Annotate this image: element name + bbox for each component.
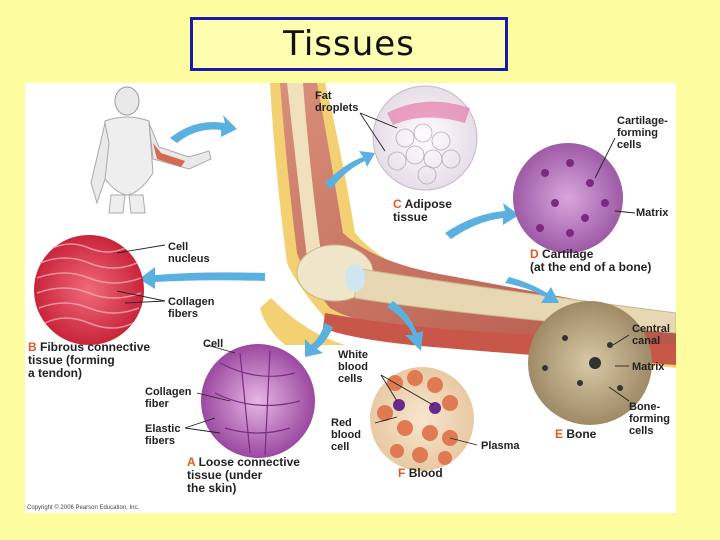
illustration-art <box>34 83 676 471</box>
label-elastic-fibers: Elastic fibers <box>145 423 181 447</box>
bone-text: Bone <box>566 427 597 441</box>
label-blood: F Blood <box>398 467 443 480</box>
cartilage-circle <box>513 143 623 253</box>
label-cartilage: D Cartilage (at the end of a bone) <box>530 248 651 274</box>
label-adipose-tissue: C Adipose tissue <box>393 198 452 224</box>
loose-letter: A <box>187 455 196 469</box>
adipose-texture <box>387 123 461 185</box>
label-fibrous-connective: B Fibrous connective tissue (forming a t… <box>28 341 150 380</box>
cartilage-texture <box>536 159 609 237</box>
adipose-letter: C <box>393 197 402 211</box>
title-box: Tissues <box>190 17 508 71</box>
label-cartilage-forming-cells: Cartilage- forming cells <box>617 115 668 151</box>
adipose-text: Adipose tissue <box>393 197 452 224</box>
fibrous-texture <box>36 243 142 329</box>
cartilage-text: Cartilage (at the end of a bone) <box>530 247 652 274</box>
label-loose-connective: A Loose connective tissue (under the ski… <box>187 456 300 495</box>
bone-texture <box>542 335 623 391</box>
page-title: Tissues <box>283 24 415 64</box>
fibrous-letter: B <box>28 340 37 354</box>
fibrous-text: Fibrous connective tissue (forming a ten… <box>28 340 151 380</box>
blood-letter: F <box>398 466 406 480</box>
label-cell-nucleus: Cell nucleus <box>168 241 210 265</box>
copyright-text: Copyright © 2006 Pearson Education, Inc. <box>27 505 140 511</box>
label-cell: Cell <box>203 338 224 350</box>
bone-letter: E <box>555 427 564 441</box>
white-blood-cells <box>393 399 441 414</box>
label-matrix-cartilage: Matrix <box>636 207 669 219</box>
label-white-blood-cells: White blood cells <box>338 349 368 385</box>
loose-text: Loose connective tissue (under the skin) <box>187 455 300 495</box>
cartilage-letter: D <box>530 247 539 261</box>
leader-lines <box>116 112 636 446</box>
label-plasma: Plasma <box>481 440 520 452</box>
blood-text: Blood <box>408 466 443 480</box>
blood-cells <box>377 370 458 465</box>
label-collagen-fiber: Collagen fiber <box>145 386 192 410</box>
label-fat-droplets: Fat droplets <box>315 90 359 114</box>
loose-texture <box>214 350 301 456</box>
human-figure <box>90 86 212 214</box>
label-bone-forming-cells: Bone- forming cells <box>629 401 670 437</box>
label-collagen-fibers: Collagen fibers <box>168 296 215 320</box>
label-central-canal: Central canal <box>632 323 670 347</box>
adipose-circle <box>372 85 478 191</box>
pointer-arrows <box>139 115 559 357</box>
label-matrix-bone: Matrix <box>632 361 665 373</box>
tissue-illustration: Fat droplets C Adipose tissue Cartilage-… <box>25 83 676 513</box>
label-bone: E Bone <box>555 428 596 441</box>
label-red-blood-cell: Red blood cell <box>331 417 361 453</box>
